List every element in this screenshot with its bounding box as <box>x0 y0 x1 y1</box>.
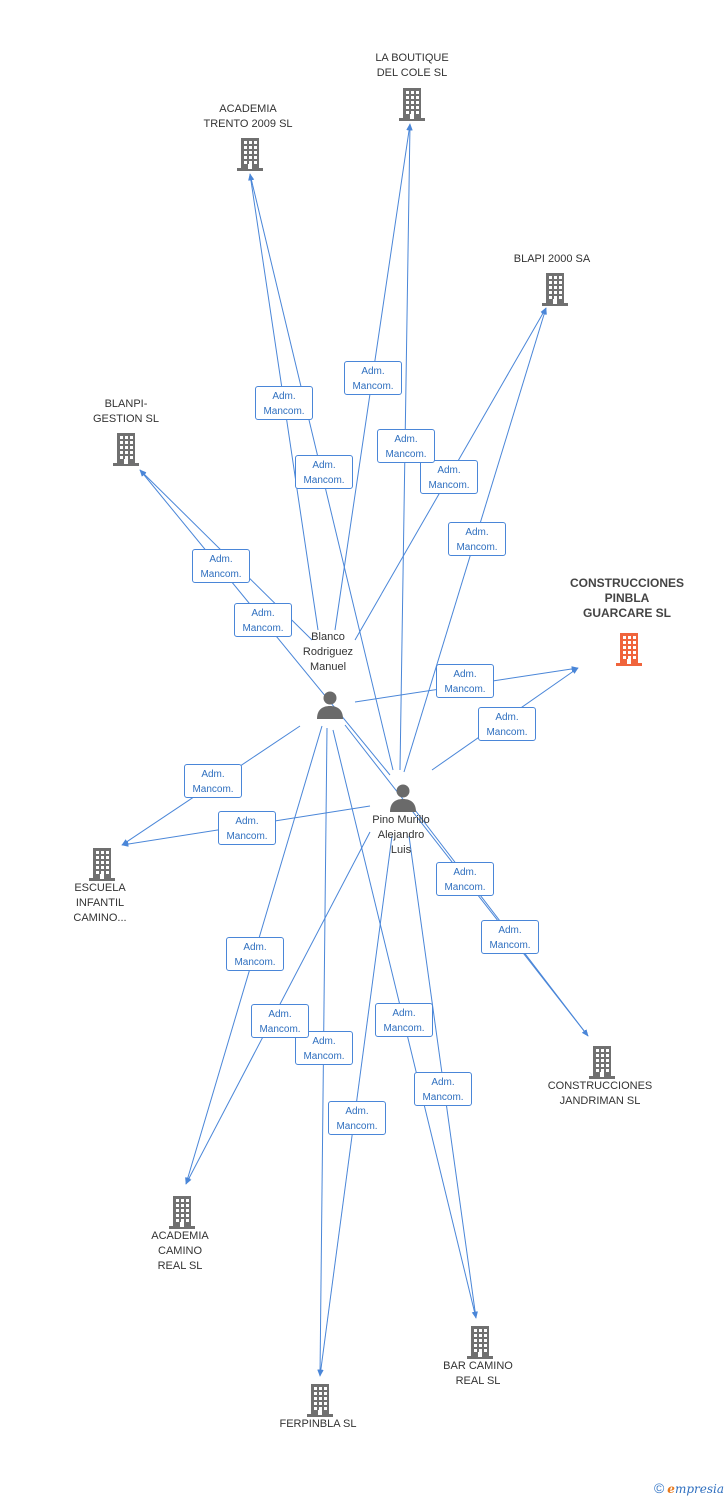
empresia-logo[interactable]: ©empresia <box>654 1480 724 1496</box>
edge-label-blanco-to-blapi-2000[interactable]: Adm. Mancom. <box>420 460 478 494</box>
building-icon[interactable] <box>465 1324 495 1365</box>
edge-label-pino-to-escuela[interactable]: Adm. Mancom. <box>218 811 276 845</box>
edge-label-pino-to-academia-trento[interactable]: Adm. Mancom. <box>295 455 353 489</box>
logo-text: mpresia <box>674 1482 724 1496</box>
building-icon[interactable] <box>587 1044 617 1085</box>
building-icon[interactable] <box>235 136 265 177</box>
person-icon[interactable] <box>388 783 418 818</box>
edge-label-pino-to-blanpi-gestion[interactable]: Adm. Mancom. <box>234 603 292 637</box>
edge-label-pino-to-la-boutique[interactable]: Adm. Mancom. <box>377 429 435 463</box>
node-label-blanco[interactable]: Blanco Rodriguez Manuel <box>302 631 354 673</box>
node-label-academia-camino[interactable]: ACADEMIA CAMINO REAL SL <box>151 1230 209 1272</box>
node-label-la-boutique[interactable]: LA BOUTIQUE DEL COLE SL <box>375 52 449 79</box>
node-label-blapi-2000[interactable]: BLAPI 2000 SA <box>513 253 591 265</box>
building-icon[interactable] <box>87 846 117 887</box>
edge-label-pino-to-ferpinbla[interactable]: Adm. Mancom. <box>328 1101 386 1135</box>
node-label-blanpi-gestion[interactable]: BLANPI- GESTION SL <box>92 398 160 425</box>
edge-label-pino-to-construcciones-pinbla[interactable]: Adm. Mancom. <box>478 707 536 741</box>
building-icon[interactable] <box>111 431 141 472</box>
building-icon[interactable] <box>397 86 427 127</box>
edge-label-pino-to-bar-camino[interactable]: Adm. Mancom. <box>375 1003 433 1037</box>
node-label-academia-trento[interactable]: ACADEMIA TRENTO 2009 SL <box>203 103 293 130</box>
edge-label-blanco-to-la-boutique[interactable]: Adm. Mancom. <box>344 361 402 395</box>
edge-label-blanco-to-bar-camino[interactable]: Adm. Mancom. <box>414 1072 472 1106</box>
building-icon[interactable] <box>167 1194 197 1235</box>
edge-label-blanco-to-escuela[interactable]: Adm. Mancom. <box>184 764 242 798</box>
node-label-construcciones-jandriman[interactable]: CONSTRUCCIONES JANDRIMAN SL <box>547 1080 653 1107</box>
node-label-construcciones-pinbla[interactable]: CONSTRUCCIONES PINBLA GUARCARE SL <box>569 576 684 620</box>
node-label-bar-camino[interactable]: BAR CAMINO REAL SL <box>443 1360 513 1387</box>
node-label-escuela[interactable]: ESCUELA INFANTIL CAMINO... <box>73 882 127 924</box>
building-icon[interactable] <box>305 1382 335 1423</box>
building-icon[interactable] <box>540 271 570 312</box>
edge-label-blanco-to-construcciones-pinbla[interactable]: Adm. Mancom. <box>436 664 494 698</box>
logo-e: e <box>667 1482 675 1496</box>
building-icon[interactable] <box>614 631 644 672</box>
node-label-pino[interactable]: Pino Murillo Alejandro Luis <box>372 814 430 856</box>
edge-label-pino-to-blapi-2000[interactable]: Adm. Mancom. <box>448 522 506 556</box>
edge-label-blanco-to-blanpi-gestion[interactable]: Adm. Mancom. <box>192 549 250 583</box>
node-label-ferpinbla[interactable]: FERPINBLA SL <box>279 1418 357 1430</box>
edge-label-blanco-to-construcciones-jandriman[interactable]: Adm. Mancom. <box>436 862 494 896</box>
copyright-symbol: © <box>653 1480 665 1496</box>
edge-label-pino-to-construcciones-jandriman[interactable]: Adm. Mancom. <box>481 920 539 954</box>
edge-label-blanco-to-academia-camino[interactable]: Adm. Mancom. <box>226 937 284 971</box>
edge-label-blanco-to-academia-trento[interactable]: Adm. Mancom. <box>255 386 313 420</box>
edge-label-pino-to-academia-camino[interactable]: Adm. Mancom. <box>251 1004 309 1038</box>
person-icon[interactable] <box>315 690 345 725</box>
